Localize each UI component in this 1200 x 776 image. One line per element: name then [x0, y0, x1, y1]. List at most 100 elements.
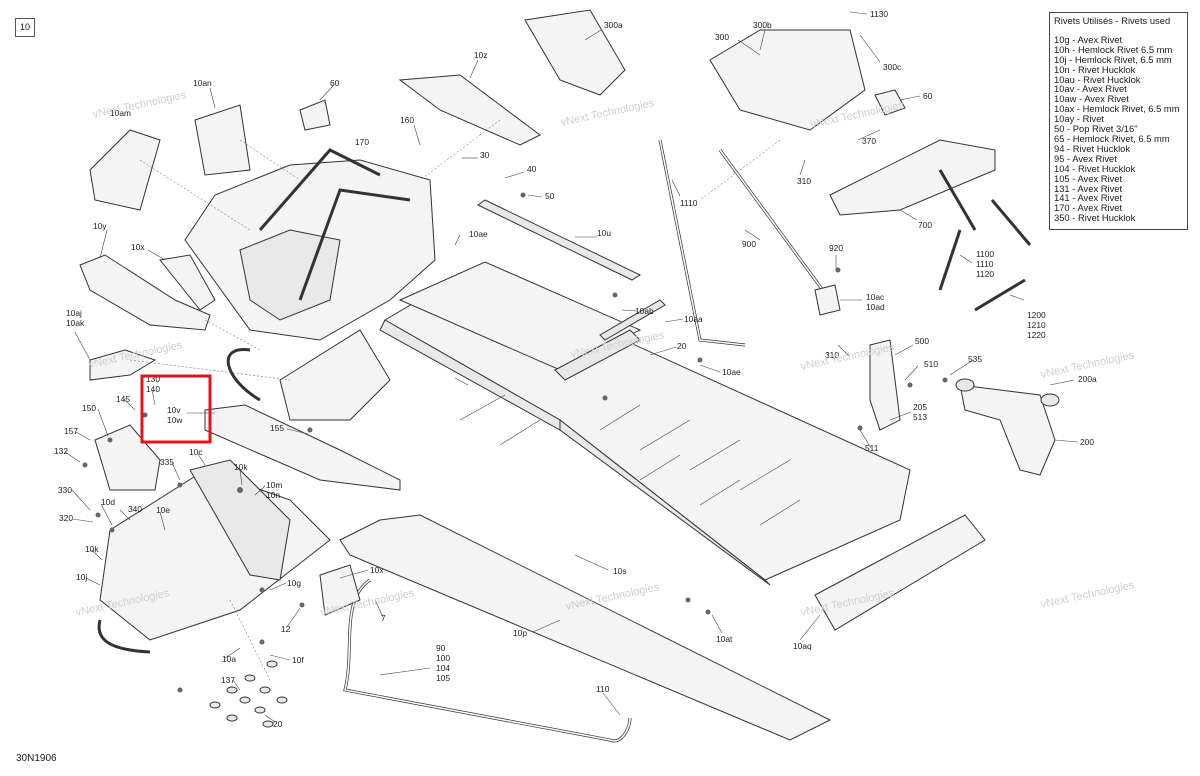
legend-item: 10g - Avex Rivet [1054, 33, 1123, 45]
callout-10c: 10c [189, 447, 203, 457]
legend-item: 10n - Rivet Hucklok [1054, 63, 1136, 75]
callout-10ac: 10ac [866, 292, 884, 302]
callout-10aq: 10aq [793, 641, 812, 651]
legend-item: 50 - Pop Rivet 3/16" [1054, 123, 1138, 135]
legend-item: 350 - Rivet Hucklok [1054, 212, 1136, 224]
legend-item: 10au - Rivet Hucklok [1054, 73, 1141, 85]
callout-10g: 10g [287, 578, 301, 588]
callout-1100: 1100 [976, 249, 994, 259]
leader-lines [64, 11, 1079, 723]
page-number: 10 [15, 18, 35, 37]
side-panels [79, 254, 216, 381]
callout-205: 205 [913, 402, 927, 412]
callout-1210: 1210 [1027, 320, 1046, 330]
document-code: 30N1906 [16, 753, 57, 764]
steering-column [658, 139, 1032, 347]
callout-20: 20 [273, 719, 283, 729]
callout-10an: 10an [193, 78, 212, 88]
callout-340: 340 [128, 504, 142, 514]
callout-10k: 10k [85, 544, 99, 554]
callout-10n: 10n [266, 490, 280, 500]
callout-10s: 10s [613, 566, 627, 576]
callout-10y: 10y [93, 221, 107, 231]
callout-10p: 10p [513, 628, 527, 638]
callout-labels: 300a 300b 300 1130 300c 10z 60 60 10an 1… [54, 9, 1097, 729]
callout-10ad: 10ad [866, 302, 885, 312]
callout-513: 513 [913, 412, 927, 422]
callout-10w: 10w [167, 415, 183, 425]
callout-300a: 300a [604, 20, 623, 30]
legend-item: 105 - Avex Rivet [1054, 172, 1123, 184]
callout-10x: 10x [370, 565, 384, 575]
legend-item: 10j - Hemlock Rivet, 6.5 mm [1054, 53, 1172, 65]
callout-920: 920 [829, 243, 843, 253]
rivet-legend: Rivets Utilisés - Rivets used 10g - Avex… [1049, 12, 1188, 230]
callout-500: 500 [915, 336, 929, 346]
callout-105: 105 [436, 673, 450, 683]
callout-300b: 300b [753, 20, 772, 30]
rails [477, 199, 666, 381]
callout-10v: 10v [167, 405, 181, 415]
callout-100: 100 [436, 653, 450, 663]
callout-320: 320 [59, 513, 73, 523]
callout-130: 130 [146, 374, 160, 384]
callout-300: 300 [715, 32, 729, 42]
callout-137: 137 [221, 675, 235, 685]
callout-370: 370 [862, 136, 876, 146]
callout-10ae: 10ae [722, 367, 741, 377]
callout-140: 140 [146, 384, 160, 394]
callout-20: 20 [677, 341, 687, 351]
callout-10ab: 10ab [635, 306, 654, 316]
callout-900: 900 [742, 239, 756, 249]
callout-132: 132 [54, 446, 68, 456]
legend-item: 10ay - Rivet [1054, 113, 1105, 125]
callout-10am: 10am [110, 108, 131, 118]
callout-10m: 10m [266, 480, 282, 490]
callout-1220: 1220 [1027, 330, 1046, 340]
callout-104: 104 [436, 663, 450, 673]
legend-item: 94 - Rivet Hucklok [1054, 142, 1131, 154]
main-tunnel [379, 261, 911, 586]
callout-10z: 10z [474, 50, 488, 60]
front-frame [184, 148, 436, 421]
callout-330: 330 [58, 485, 72, 495]
legend-item: 65 - Hemlock Rivet, 6.5 mm [1054, 132, 1170, 144]
callout-155: 155 [270, 423, 284, 433]
rear-parts [319, 514, 986, 743]
callout-10x: 10x [131, 242, 145, 252]
legend-item: 131 - Avex Rivet [1054, 182, 1123, 194]
callout-10ak: 10ak [66, 318, 85, 328]
callout-160: 160 [400, 115, 414, 125]
callout-10ae: 10ae [469, 229, 488, 239]
callout-335: 335 [160, 457, 174, 467]
callout-511: 511 [865, 443, 879, 453]
legend-item: 95 - Avex Rivet [1054, 152, 1117, 164]
callout-1110: 1110 [680, 198, 698, 208]
callout-700: 700 [918, 220, 932, 230]
callout-60: 60 [330, 78, 340, 88]
callout-1120: 1120 [976, 269, 994, 279]
callout-40: 40 [527, 164, 537, 174]
callout-535: 535 [968, 354, 982, 364]
callout-10a: 10a [222, 654, 236, 664]
callout-510: 510 [924, 359, 938, 369]
legend-item: 10av - Avex Rivet [1054, 83, 1127, 95]
callout-90: 90 [436, 643, 446, 653]
callout-200: 200 [1080, 437, 1094, 447]
legend-item: 104 - Rivet Hucklok [1054, 162, 1136, 174]
right-suspension [869, 339, 1060, 476]
callout-60: 60 [923, 91, 933, 101]
callout-10f: 10f [292, 655, 304, 665]
legend-item: 10aw - Avex Rivet [1054, 93, 1129, 105]
highlight-box [140, 374, 212, 444]
legend-title: Rivets Utilisés - Rivets used [1054, 15, 1171, 26]
callout-110: 110 [596, 684, 610, 694]
front-lower-assembly [94, 348, 401, 654]
callout-7: 7 [381, 613, 386, 623]
callout-310: 310 [797, 176, 811, 186]
callout-300c: 300c [883, 62, 901, 72]
callout-10at: 10at [716, 634, 733, 644]
callout-170: 170 [355, 137, 369, 147]
callout-157: 157 [64, 426, 78, 436]
callout-10aa: 10aa [684, 314, 703, 324]
